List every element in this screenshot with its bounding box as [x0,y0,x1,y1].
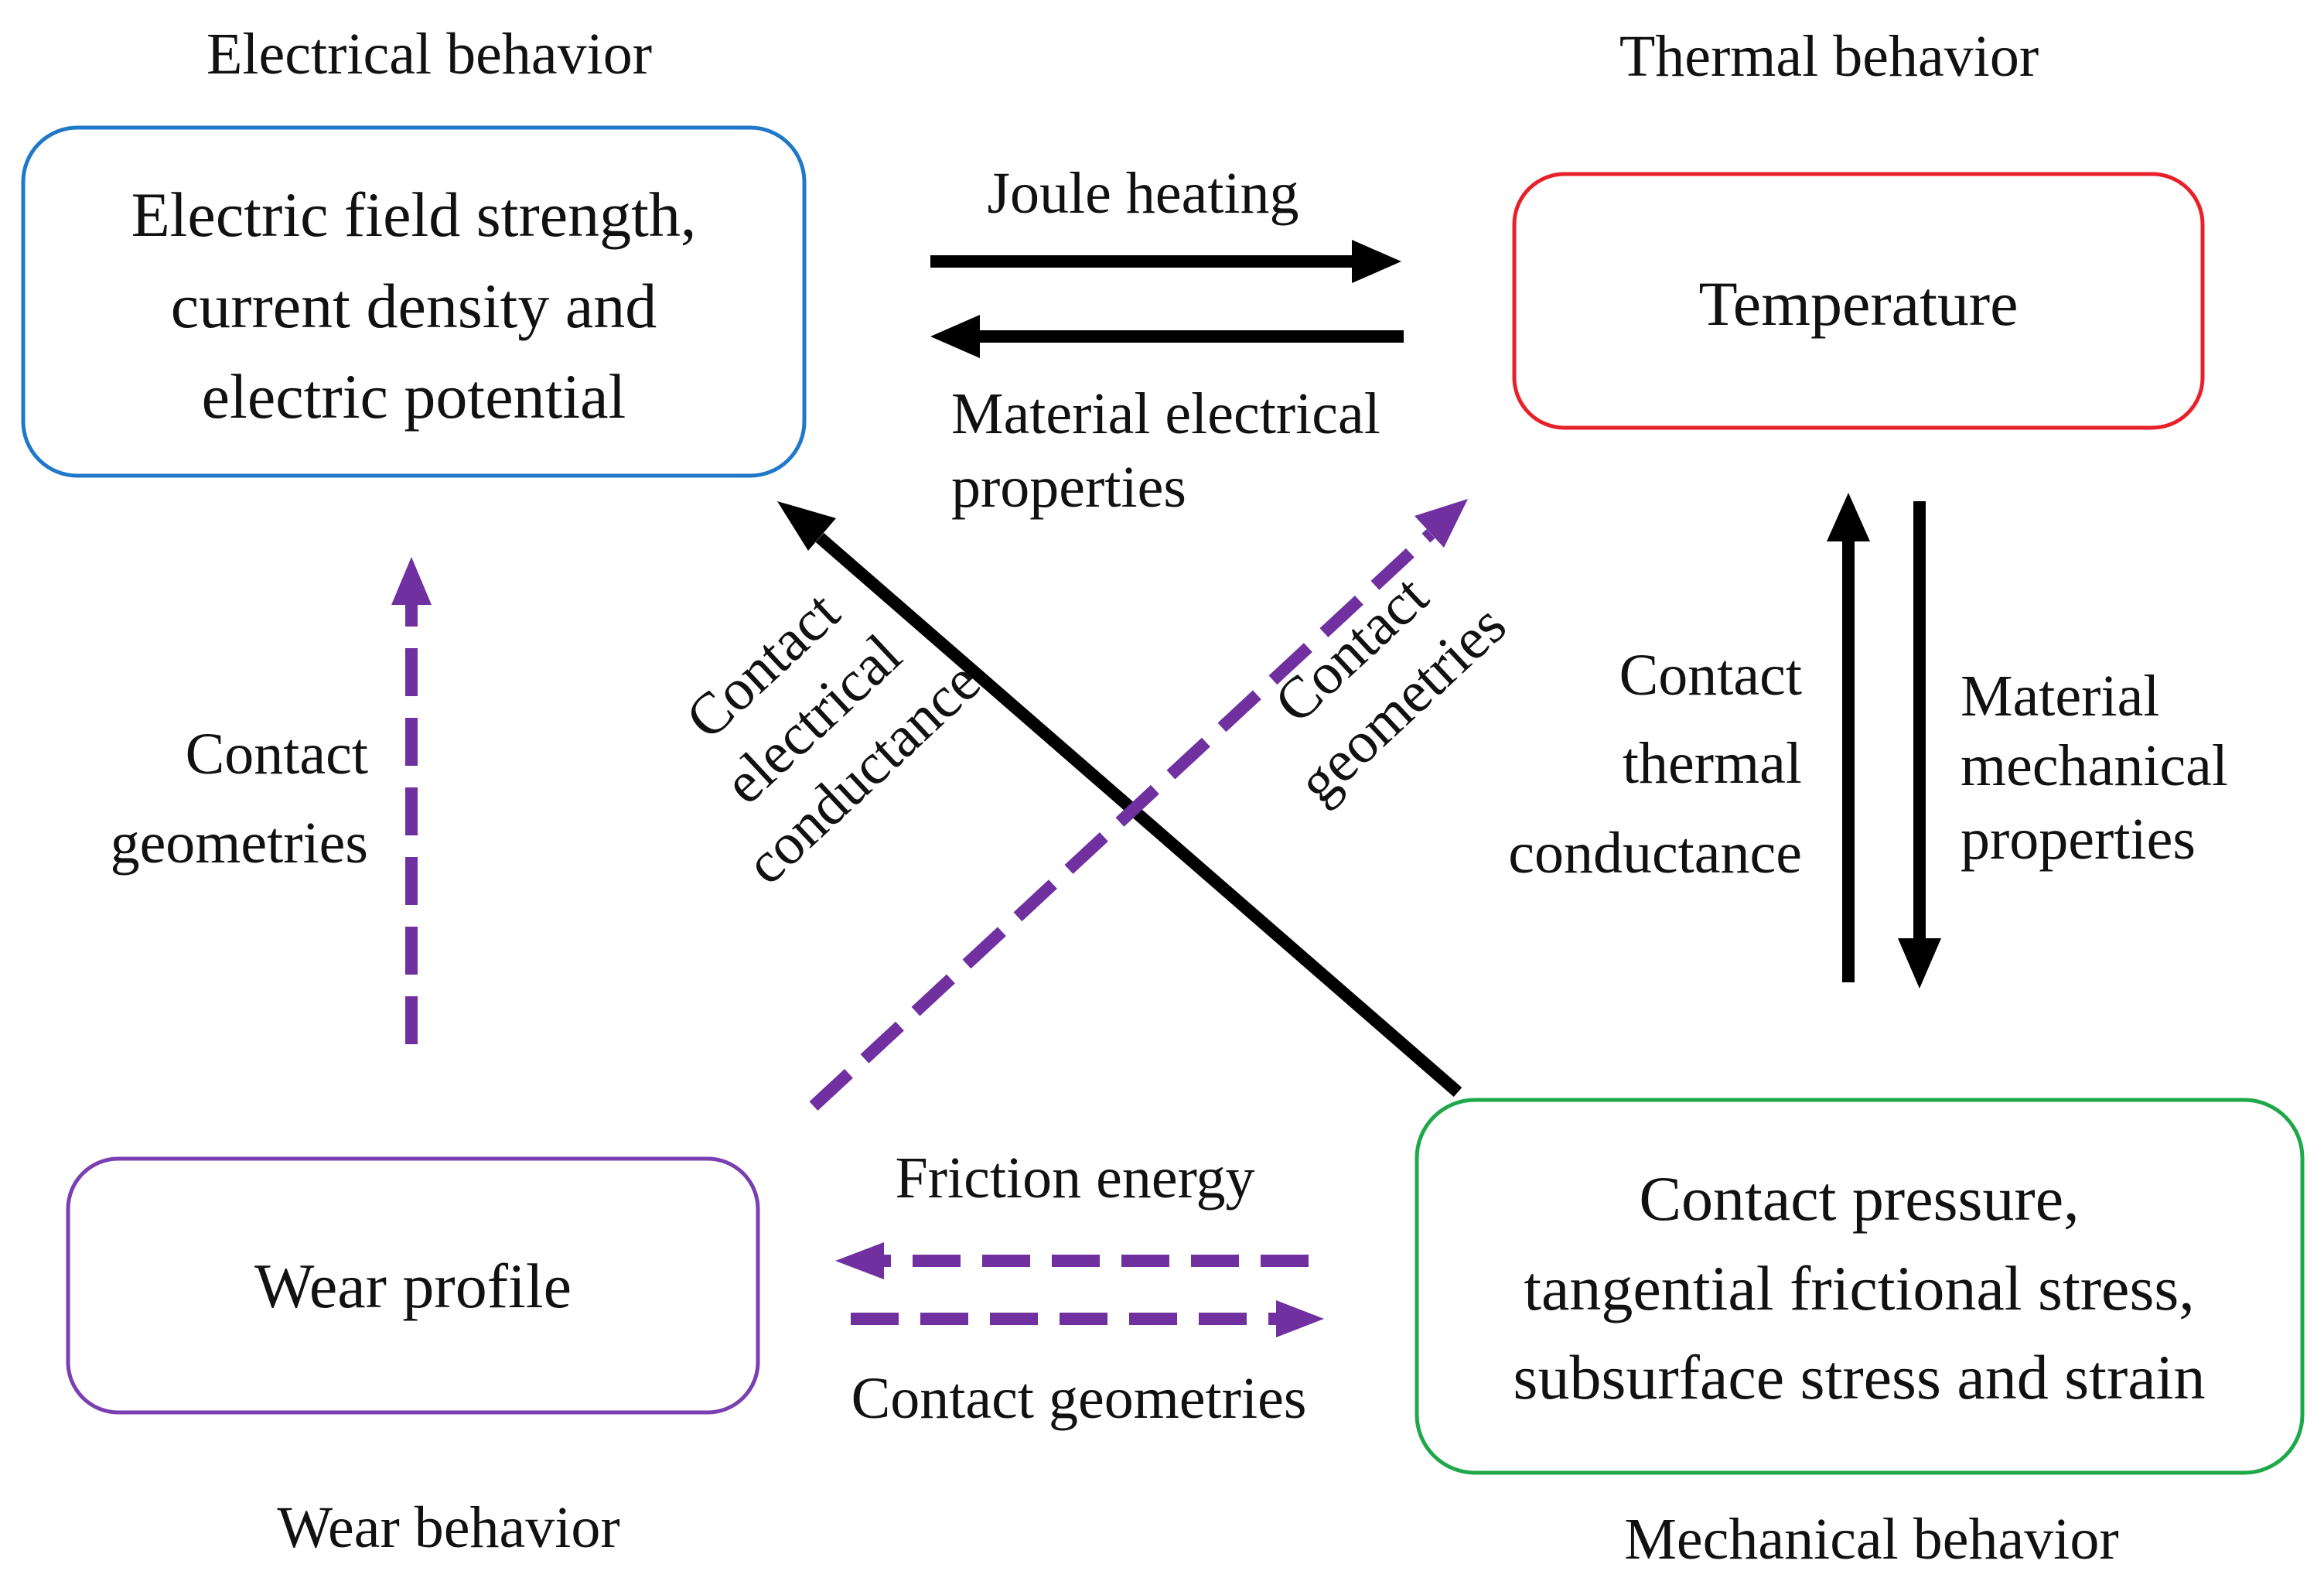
contact-thermal-conductance-arrowhead [1827,493,1870,541]
electrical-box [21,125,807,478]
contact-thermal-conductance-label-2: thermal [1623,731,1802,796]
wear-box-text: Wear profile [254,1251,572,1321]
material-electrical-arrowhead [930,315,980,358]
thermal-box-text: Temperature [1698,268,2018,339]
contact-geometries-diag-arrow-shaft [809,529,1435,1111]
material-electrical-label-2: properties [951,455,1186,520]
joule-heating-arrowhead [1352,240,1401,283]
contact-geometries-left-label-2: geometries [111,811,368,876]
mechanical-box-line-3: subsurface stress and strain [1514,1342,2206,1412]
friction-energy-arrowhead [835,1242,884,1279]
material-mechanical-label-2: mechanical [1961,733,2228,798]
electrical-box-line-1: Electric field strength, [131,179,697,250]
mechanical-behavior-heading: Mechanical behavior [1624,1507,2118,1572]
joule-heating-label: Joule heating [987,161,1299,226]
contact-electrical-conductance-arrow-shaft [815,532,1462,1098]
wear-behavior-heading: Wear behavior [277,1495,619,1560]
contact-geometries-bottom-label: Contact geometries [851,1366,1307,1431]
contact-geometries-left-arrowhead [391,557,432,605]
contact-geometries-diag-arrowhead [1415,499,1468,548]
contact-geometries-left-label-1: Contact [186,722,368,787]
electrical-box-line-3: electric potential [202,361,626,432]
mechanical-box [1415,1098,2305,1475]
contact-electrical-conductance-arrowhead [777,501,836,551]
thermal-behavior-heading: Thermal behavior [1619,24,2039,89]
electrical-behavior-heading: Electrical behavior [206,22,652,87]
material-mechanical-label-1: Material [1961,664,2159,729]
material-mechanical-arrowhead [1898,938,1941,989]
contact-geometries-bottom-arrowhead [1276,1300,1324,1337]
mechanical-box-line-2: tangential frictional stress, [1524,1253,2195,1323]
thermal-box [1512,172,2205,430]
wear-box [66,1156,760,1415]
contact-thermal-conductance-label-3: conductance [1508,821,1802,886]
friction-energy-label: Friction energy [895,1146,1254,1211]
electrical-box-line-2: current density and [171,271,657,341]
contact-thermal-conductance-label-1: Contact [1619,643,1802,708]
material-mechanical-label-3: properties [1961,807,2196,872]
material-electrical-label-1: Material electrical [951,381,1380,446]
mechanical-box-line-1: Contact pressure, [1639,1163,2079,1234]
